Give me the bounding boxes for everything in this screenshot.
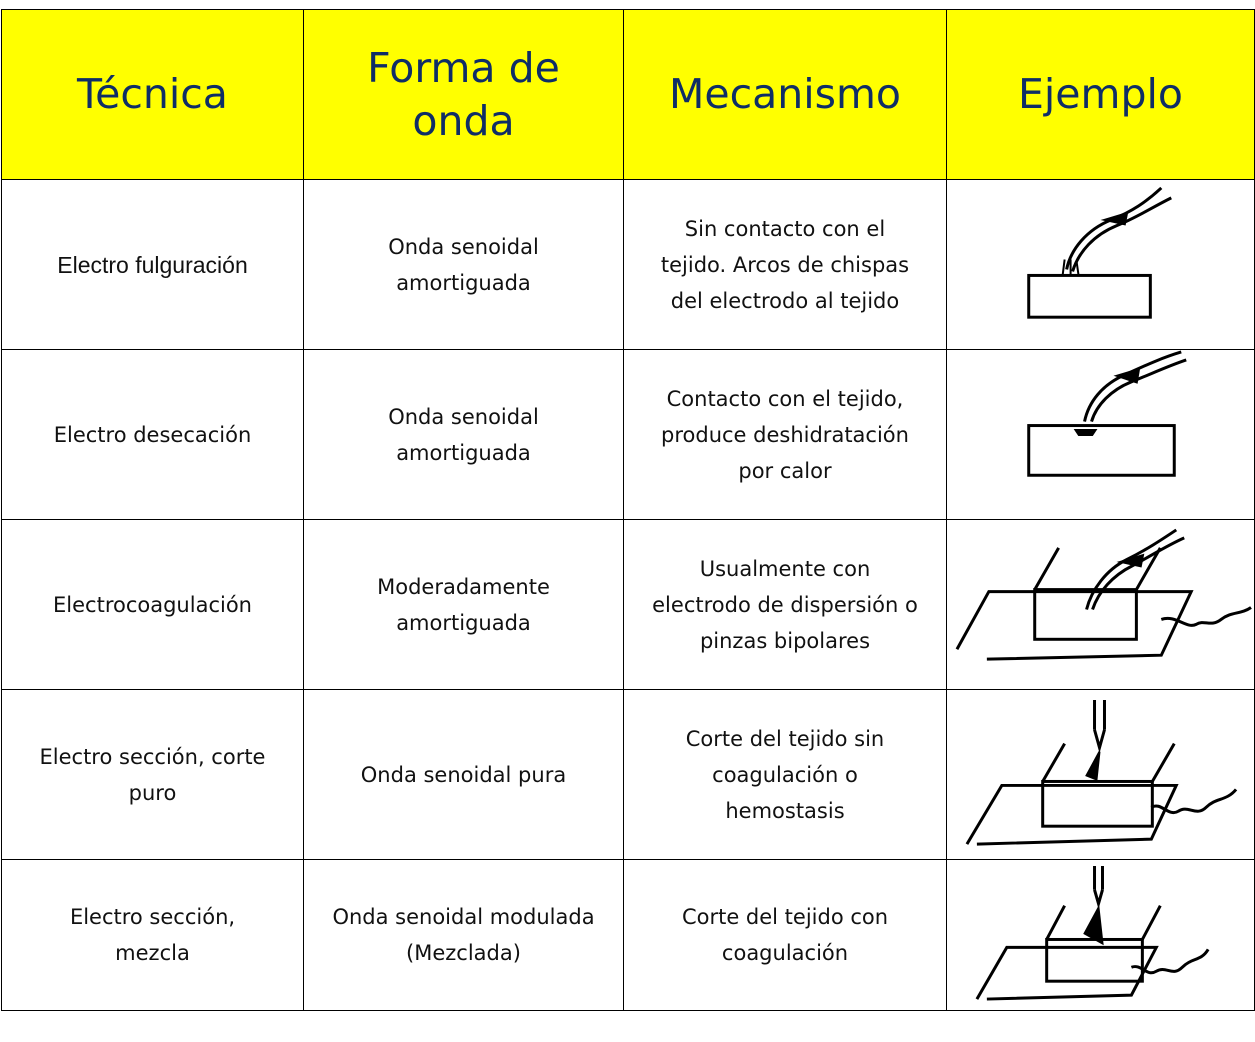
cell-forma-de-onda: Onda senoidal pura <box>303 689 624 860</box>
table-row: Electro desecación Onda senoidal amortig… <box>1 349 1255 520</box>
cell-forma-de-onda: Moderadamente amortiguada <box>303 519 624 690</box>
cell-mecanismo: Usualmente con electrodo de dispersión o… <box>623 519 947 690</box>
cell-tecnica: Electro sección, mezcla <box>1 859 304 1011</box>
electrode-on-tissue-block-with-plate-icon <box>955 528 1252 661</box>
cell-ejemplo <box>946 179 1255 350</box>
header-ejemplo: Ejemplo <box>946 9 1255 180</box>
cell-ejemplo <box>946 519 1255 690</box>
header-mecanismo: Mecanismo <box>623 9 947 180</box>
cell-ejemplo <box>946 349 1255 520</box>
cell-ejemplo <box>946 859 1255 1011</box>
cell-mecanismo: Sin contacto con el tejido. Arcos de chi… <box>623 179 947 350</box>
cell-tecnica: Electro sección, corte puro <box>1 689 304 860</box>
electrode-contact-tissue-icon <box>1027 350 1187 477</box>
cell-mecanismo: Contacto con el tejido, produce deshidra… <box>623 349 947 520</box>
cell-tecnica: Electrocoagulación <box>1 519 304 690</box>
cell-forma-de-onda: Onda senoidal amortiguada <box>303 179 624 350</box>
cell-tecnica: Electro desecación <box>1 349 304 520</box>
table-row: Electro sección, corte puro Onda senoida… <box>1 689 1255 860</box>
header-forma-de-onda: Forma de onda <box>303 9 624 180</box>
table-row: Electrocoagulación Moderadamente amortig… <box>1 519 1255 690</box>
cell-mecanismo: Corte del tejido con coagulación <box>623 859 947 1011</box>
cell-forma-de-onda: Onda senoidal modulada (Mezclada) <box>303 859 624 1011</box>
table-row: Electro sección, mezcla Onda senoidal mo… <box>1 859 1255 1011</box>
cell-tecnica: Electro fulguración <box>1 179 304 350</box>
electrosurgery-techniques-table: Técnica Forma de onda Mecanismo Ejemplo … <box>1 9 1255 1011</box>
cell-ejemplo <box>946 689 1255 860</box>
cell-forma-de-onda: Onda senoidal amortiguada <box>303 349 624 520</box>
table-row: Electro fulguración Onda senoidal amorti… <box>1 179 1255 350</box>
header-row: Técnica Forma de onda Mecanismo Ejemplo <box>1 9 1255 180</box>
cell-mecanismo: Corte del tejido sin coagulación o hemos… <box>623 689 947 860</box>
needle-cutting-tissue-icon <box>965 699 1238 846</box>
header-tecnica: Técnica <box>1 9 304 180</box>
needle-cutting-coagulating-tissue-icon <box>975 865 1210 1001</box>
electrode-sparks-above-tissue-icon <box>1027 186 1172 319</box>
